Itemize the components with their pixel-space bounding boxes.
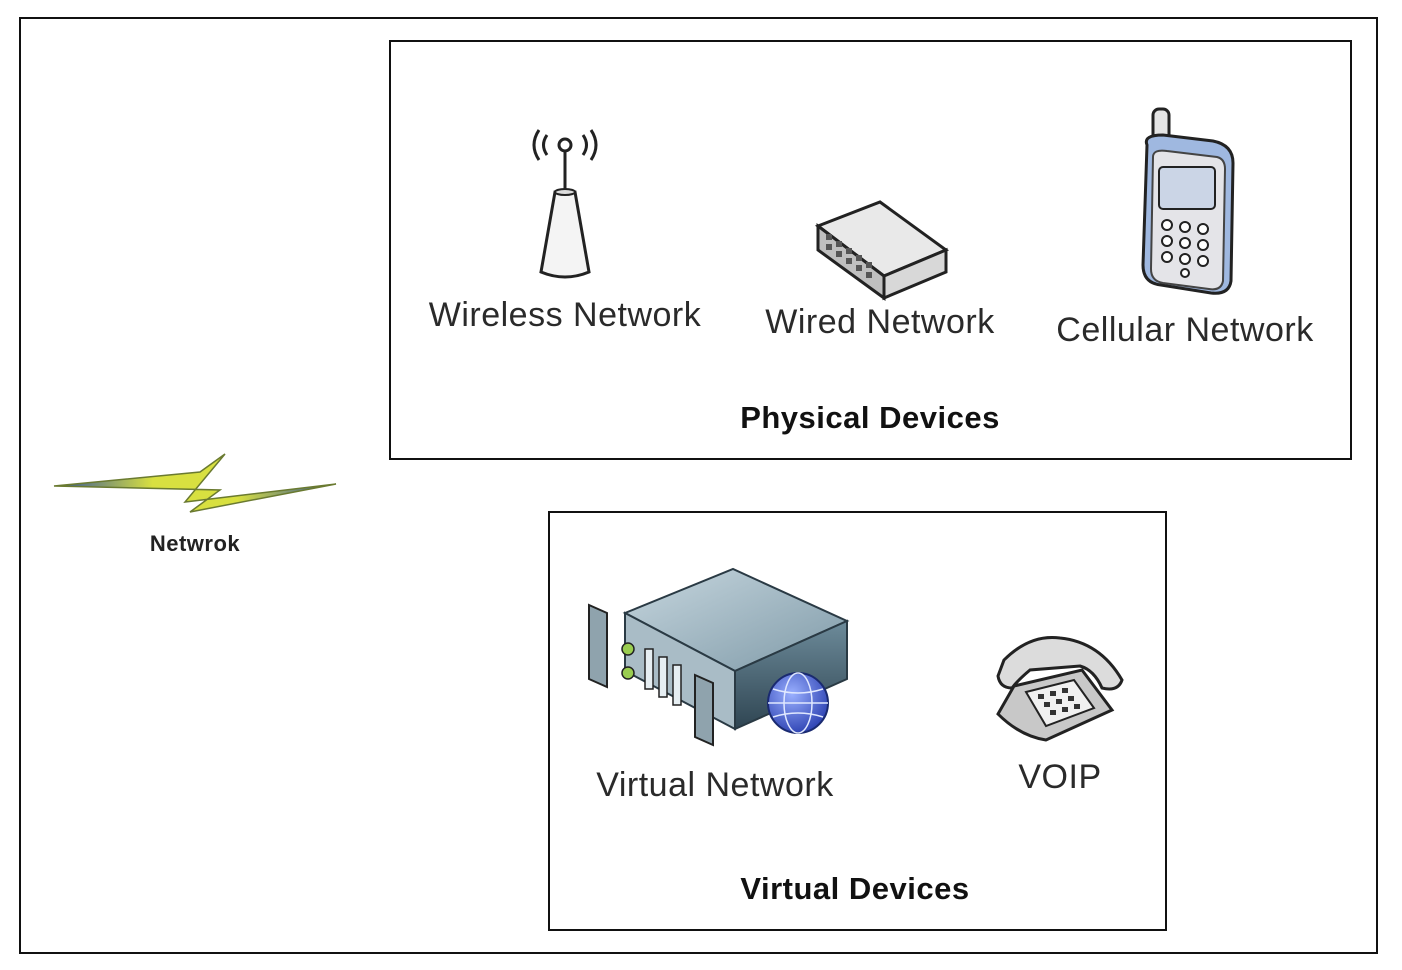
wireless-antenna-icon [532,129,598,279]
cell-phone-icon [1141,107,1235,295]
network-label: Netwrok [149,531,241,556]
virtual-network-label: Virtual Network [596,766,834,804]
wired-network-label: Wired Network [765,303,995,341]
physical-devices-title: Physical Devices [740,400,1000,435]
lightning-bolt-icon [53,453,337,513]
virtual-devices-title: Virtual Devices [740,871,970,906]
network-switch-icon [814,200,950,301]
telephone-icon [996,635,1124,742]
cellular-network-label: Cellular Network [1056,311,1314,349]
wireless-network-label: Wireless Network [428,296,702,334]
web-server-icon [588,567,850,747]
voip-label: VOIP [1018,758,1102,796]
